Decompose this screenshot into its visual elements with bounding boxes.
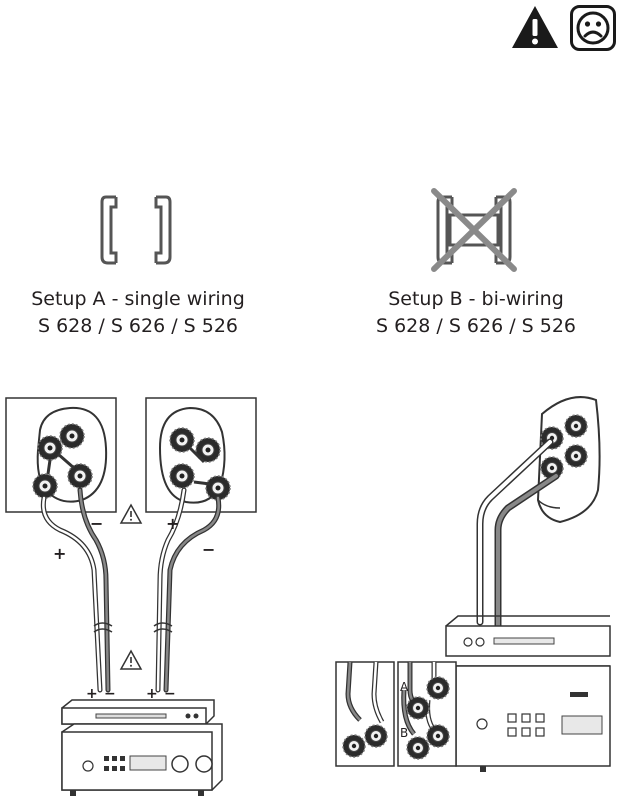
terminal-label-a: A xyxy=(400,680,409,694)
setup-a-models: S 628 / S 626 / S 526 xyxy=(37,315,239,337)
jumper-bridge-icon xyxy=(100,195,172,265)
amp-minus-left: − xyxy=(104,686,116,702)
setup-a-title: Setup A - single wiring xyxy=(31,288,245,310)
setup-b-models: S 628 / S 626 / S 526 xyxy=(375,315,577,337)
setup-a-illustration xyxy=(5,397,257,796)
polarity-minus-left: − xyxy=(90,514,104,533)
crossed-jumper-bridge-icon xyxy=(431,188,517,272)
terminal-label-b: B xyxy=(400,726,409,740)
polarity-minus-right: − xyxy=(202,540,216,559)
small-warning-icon xyxy=(119,649,143,670)
warning-icon xyxy=(512,6,558,48)
setup-b-title: Setup B - bi-wiring xyxy=(388,288,564,310)
sad-face-icon xyxy=(570,5,616,51)
amplifier-stack xyxy=(61,699,223,796)
amp-plus-right: + xyxy=(146,686,158,702)
small-warning-icon xyxy=(119,503,143,524)
bi-wire-amplifier-stack xyxy=(445,615,611,772)
polarity-plus-left: + xyxy=(53,544,67,563)
setup-b-illustration xyxy=(335,396,611,772)
amp-plus-left: + xyxy=(86,686,98,702)
amp-minus-right: − xyxy=(164,686,176,702)
polarity-plus-right: + xyxy=(166,514,180,533)
setup-b-caption: Setup B - bi-wiring S 628 / S 626 / S 52… xyxy=(348,286,604,340)
setup-a-caption: Setup A - single wiring S 628 / S 626 / … xyxy=(10,286,266,340)
